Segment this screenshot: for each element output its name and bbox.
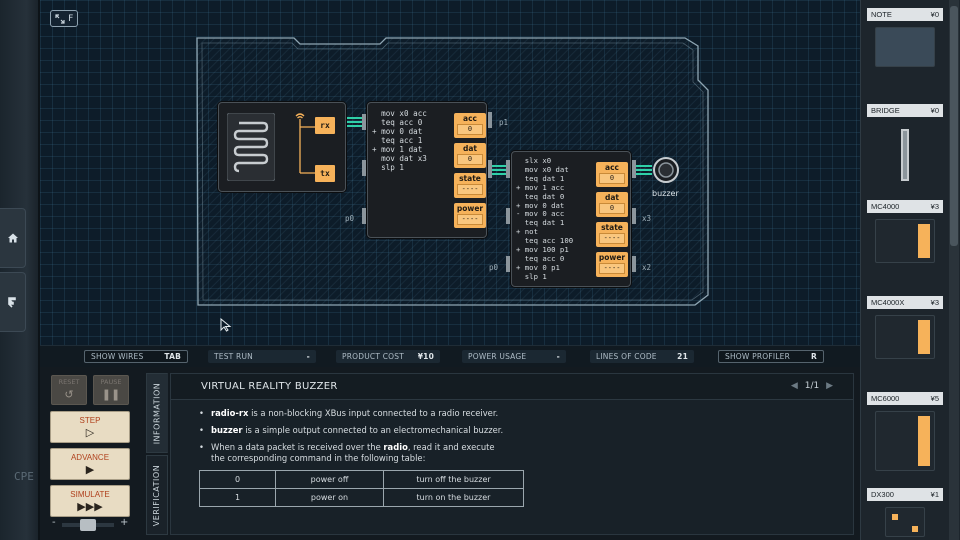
radio-module[interactable]: rx tx: [218, 102, 346, 192]
palette-scrollbar[interactable]: [949, 0, 959, 540]
left-nav-strip: CPE: [0, 0, 40, 540]
table-row: 1 power on turn on the buzzer: [199, 488, 524, 507]
radio-rx-box: rx: [315, 117, 335, 134]
mc-b-reg-state: state----: [596, 222, 628, 247]
product-cost-stat: PRODUCT COST¥10: [336, 350, 440, 363]
next-page-icon[interactable]: ▶: [826, 381, 833, 391]
radio-coil-icon: [227, 113, 275, 181]
document-title: VIRTUAL REALITY BUZZER: [201, 381, 338, 392]
pin-label-x3: x3: [642, 214, 652, 223]
palette-item-mc4000[interactable]: MC4000¥3: [867, 200, 943, 263]
test-run-stat: TEST RUN-: [208, 350, 316, 363]
tab-verification[interactable]: VERIFICATION: [146, 455, 168, 535]
page-navigator[interactable]: ◀ 1/1 ▶: [791, 381, 833, 391]
mc6000-controller-b[interactable]: slx x0 mov x0 dat teq dat 1 + mov 1 acc …: [511, 151, 631, 287]
table-row: 0 power off turn off the buzzer: [199, 470, 524, 489]
note-thumbnail: [875, 27, 935, 67]
home-button[interactable]: [0, 208, 26, 268]
back-button[interactable]: [0, 272, 26, 332]
dx300-thumbnail: [885, 507, 925, 537]
reset-button[interactable]: RESET ↺: [51, 375, 87, 405]
palette-item-mc4000x[interactable]: MC4000X¥3: [867, 296, 943, 359]
logo: CPE: [14, 470, 34, 483]
mc-b-code-editor[interactable]: slx x0 mov x0 dat teq dat 1 + mov 1 acc …: [516, 156, 574, 281]
buzzer-icon: [653, 157, 679, 183]
circuit-board-area[interactable]: F: [40, 0, 860, 345]
information-document: VIRTUAL REALITY BUZZER ◀ 1/1 ▶ radio-rx …: [170, 373, 854, 535]
reset-icon: ↺: [64, 388, 74, 401]
command-table: 0 power off turn off the buzzer 1 power …: [199, 470, 524, 507]
antenna-icon: [295, 113, 305, 127]
buzzer-label: buzzer: [652, 189, 679, 198]
pin-label-p0: p0: [345, 214, 355, 223]
pause-icon: ❚❚: [101, 388, 121, 401]
pin-label-p1: p1: [499, 118, 509, 127]
speed-slider-thumb[interactable]: [80, 519, 96, 531]
mc-a-reg-power: power----: [454, 203, 486, 228]
mouse-cursor-icon: [220, 318, 232, 332]
mc6000-controller-a[interactable]: mov x0 acc teq acc 0 + mov 0 dat teq acc…: [367, 102, 487, 238]
page-number: 1/1: [804, 381, 820, 391]
tab-information[interactable]: INFORMATION: [146, 373, 168, 453]
prev-page-icon[interactable]: ◀: [790, 381, 798, 391]
fullscreen-key: F: [68, 13, 74, 24]
buzzer-component[interactable]: buzzer: [652, 156, 692, 200]
document-header: VIRTUAL REALITY BUZZER ◀ 1/1 ▶: [171, 374, 853, 400]
palette-scrollbar-thumb[interactable]: [950, 6, 958, 246]
mc-a-reg-state: state----: [454, 173, 486, 198]
mc4000x-thumbnail: [875, 315, 935, 359]
doc-bullet-command: When a data packet is received over the …: [199, 442, 499, 464]
pin-label-p0-b: p0: [489, 263, 499, 272]
fullscreen-button[interactable]: F: [50, 10, 78, 27]
power-usage-stat: POWER USAGE-: [462, 350, 566, 363]
doc-bullet-buzzer: buzzer is a simple output connected to a…: [199, 425, 819, 436]
palette-item-note[interactable]: NOTE¥0: [867, 8, 943, 67]
mc-b-reg-power: power----: [596, 252, 628, 277]
bridge-thumbnail: [885, 123, 925, 187]
fast-forward-icon: ▶▶▶: [77, 501, 103, 513]
mc-a-code-editor[interactable]: mov x0 acc teq acc 0 + mov 0 dat teq acc…: [372, 109, 427, 172]
mc6000-thumbnail: [875, 411, 935, 471]
play-icon: ▶: [85, 464, 95, 476]
radio-tx-box: tx: [315, 165, 335, 182]
expand-icon: [55, 13, 65, 24]
palette-item-bridge[interactable]: BRIDGE¥0: [867, 104, 943, 187]
bottom-panel: RESET ↺ PAUSE ❚❚ STEP ▷ ADVANCE ▶ SIMULA…: [40, 367, 860, 540]
pause-button[interactable]: PAUSE ❚❚: [93, 375, 129, 405]
step-icon: ▷: [85, 427, 95, 439]
home-icon: [7, 233, 18, 243]
palette-item-mc6000[interactable]: MC6000¥5: [867, 392, 943, 471]
document-body: radio-rx is a non-blocking XBus input co…: [199, 408, 819, 507]
back-arrow-icon: [7, 297, 16, 308]
simulate-button[interactable]: SIMULATE ▶▶▶: [50, 485, 130, 517]
step-button[interactable]: STEP ▷: [50, 411, 130, 443]
pin-label-x2: x2: [642, 263, 652, 272]
palette-item-dx300[interactable]: DX300¥1: [867, 488, 943, 537]
component-palette: NOTE¥0 BRIDGE¥0 MC4000¥3 MC4000X¥3 MC600…: [860, 0, 960, 540]
doc-bullet-radio: radio-rx is a non-blocking XBus input co…: [199, 408, 819, 419]
speed-slider[interactable]: - +: [52, 517, 129, 532]
advance-button[interactable]: ADVANCE ▶: [50, 448, 130, 480]
mc4000-thumbnail: [875, 219, 935, 263]
speed-minus[interactable]: -: [52, 517, 56, 528]
speed-plus[interactable]: +: [120, 517, 129, 528]
radio-wiring: [299, 126, 317, 174]
